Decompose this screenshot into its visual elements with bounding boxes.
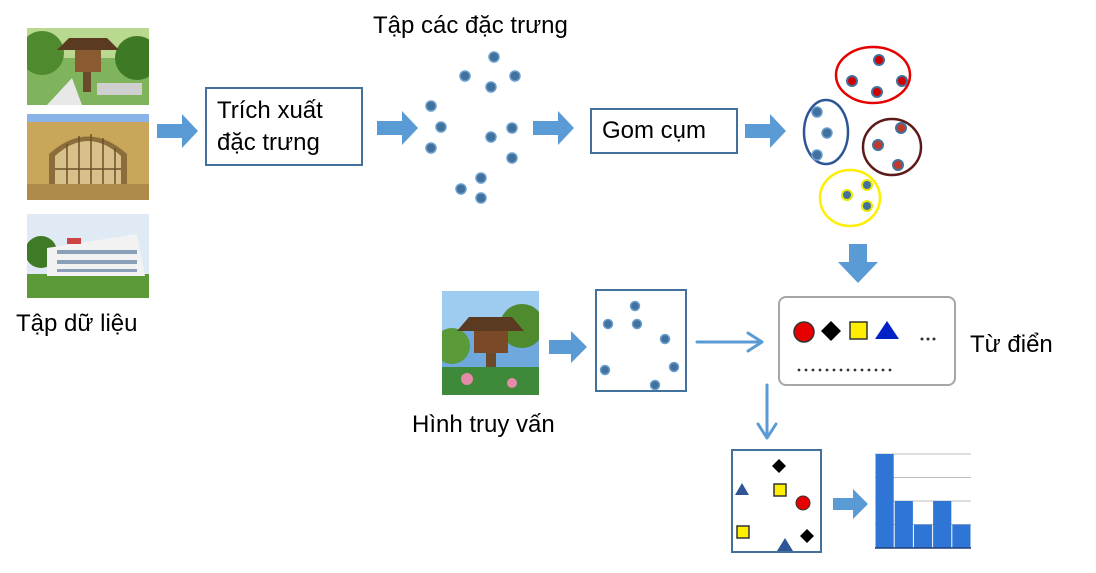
feature-dot xyxy=(506,152,518,164)
query-features-box xyxy=(595,289,687,392)
arrow-extract-to-features xyxy=(377,111,418,145)
yellow-square-icon xyxy=(849,321,868,340)
dictionary-label: Từ điển xyxy=(970,331,1053,358)
feature-dot xyxy=(425,142,437,154)
histogram-bar-5 xyxy=(952,524,971,548)
feature-dot xyxy=(425,100,437,112)
dataset-label: Tập dữ liệu xyxy=(16,310,138,337)
dictionary-more-dots xyxy=(797,368,892,372)
arrow-query-to-features xyxy=(549,331,587,363)
histogram-bar-4 xyxy=(933,501,952,548)
cathedral-window-photo xyxy=(27,114,149,200)
cluster-groups xyxy=(802,45,923,228)
feature-dot xyxy=(455,183,467,195)
feature-points xyxy=(425,51,521,204)
cluster-red xyxy=(834,45,912,105)
extract-line2: đặc trưng xyxy=(217,129,320,156)
blue-triangle-icon xyxy=(777,538,793,551)
arrow-features-to-cluster xyxy=(533,111,574,145)
extract-features-box: Trích xuất đặc trưng xyxy=(205,87,363,166)
query-image-label: Hình truy vấn xyxy=(412,411,555,438)
dictionary-symbols xyxy=(793,321,936,372)
visual-words-box xyxy=(731,449,822,553)
feature-dot xyxy=(509,70,521,82)
feature-dot xyxy=(435,121,447,133)
red-circle-icon xyxy=(795,495,811,511)
dataset-photo-building xyxy=(27,214,149,298)
black-diamond-icon xyxy=(772,459,786,473)
feature-set-label: Tập các đặc trưng xyxy=(373,12,568,39)
histogram-bar-2 xyxy=(894,501,913,548)
dataset-photo-pagoda xyxy=(27,28,149,105)
pagoda-query-photo xyxy=(442,291,539,395)
arrow-dataset-to-extract xyxy=(157,114,198,148)
dictionary-box xyxy=(778,296,956,386)
cluster-label: Gom cụm xyxy=(602,117,707,144)
arrow-bow-to-histogram xyxy=(833,489,868,519)
arrow-cluster-to-groups xyxy=(745,114,786,148)
feature-dot xyxy=(475,192,487,204)
feature-dot xyxy=(475,172,487,184)
building-photo xyxy=(27,214,149,298)
histogram-bar-1 xyxy=(875,454,894,548)
feature-dot xyxy=(459,70,471,82)
yellow-square-icon xyxy=(736,525,750,539)
histogram-chart xyxy=(875,453,971,549)
blue-triangle-icon xyxy=(875,321,899,339)
query-feature-points xyxy=(599,300,680,391)
feature-dot xyxy=(485,131,497,143)
cluster-box: Gom cụm xyxy=(590,108,738,154)
cluster-brown xyxy=(861,117,923,177)
pagoda-photo xyxy=(27,28,149,105)
cluster-blue xyxy=(802,98,850,166)
black-diamond-icon xyxy=(800,529,814,543)
query-photo xyxy=(442,291,539,395)
feature-dot xyxy=(485,81,497,93)
yellow-square-icon xyxy=(773,483,787,497)
blue-triangle-icon xyxy=(735,483,749,495)
extract-line1: Trích xuất xyxy=(217,97,323,124)
feature-dot xyxy=(488,51,500,63)
cluster-yellow xyxy=(818,168,882,228)
arrow-groups-to-dictionary xyxy=(838,244,878,283)
histogram-bar-3 xyxy=(913,524,933,548)
black-diamond-icon xyxy=(821,321,841,341)
visual-words-symbols xyxy=(735,459,814,551)
feature-dot xyxy=(506,122,518,134)
dataset-photo-cathedral xyxy=(27,114,149,200)
red-circle-icon xyxy=(793,321,815,343)
